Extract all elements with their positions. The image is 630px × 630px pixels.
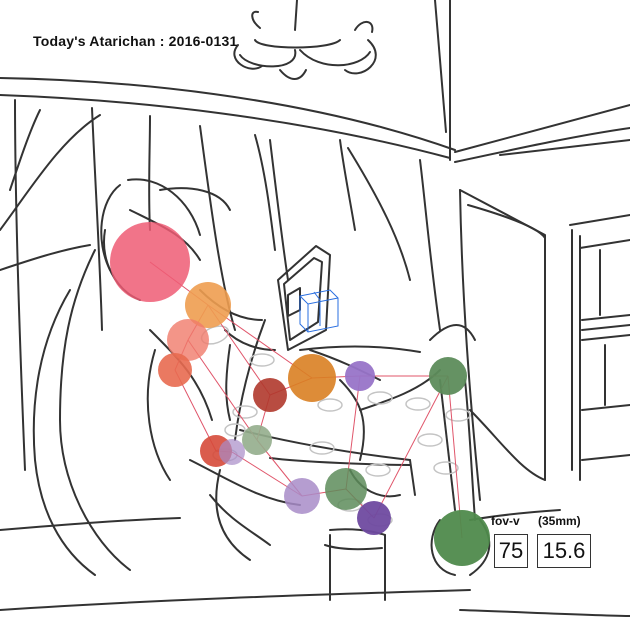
joint-foot-left <box>357 501 391 535</box>
joint-shoulder-right <box>288 354 336 402</box>
joint-head <box>110 222 190 302</box>
joint-pelvis <box>242 425 272 455</box>
joint-hand-right <box>429 357 467 395</box>
joint-knee-right <box>325 468 367 510</box>
joint-chest <box>253 378 287 412</box>
room-sketch <box>0 0 630 617</box>
joint-elbow-left <box>167 319 209 361</box>
joint-elbow-right <box>345 361 375 391</box>
joint-wrist-left <box>158 353 192 387</box>
focal-length-label: (35mm) <box>538 514 581 528</box>
joint-hip-left <box>219 439 245 465</box>
joint-shoulder-left <box>185 282 231 328</box>
fov-label: fov-v <box>491 514 520 528</box>
page-title: Today's Atarichan : 2016-0131 <box>33 33 238 49</box>
skeleton-joints <box>110 222 490 566</box>
camera-box <box>299 289 339 333</box>
fov-value-box[interactable]: 75 <box>494 534 528 568</box>
focal-length-value-box[interactable]: 15.6 <box>537 534 591 568</box>
joint-knee-left <box>284 478 320 514</box>
joint-foot-right <box>434 510 490 566</box>
